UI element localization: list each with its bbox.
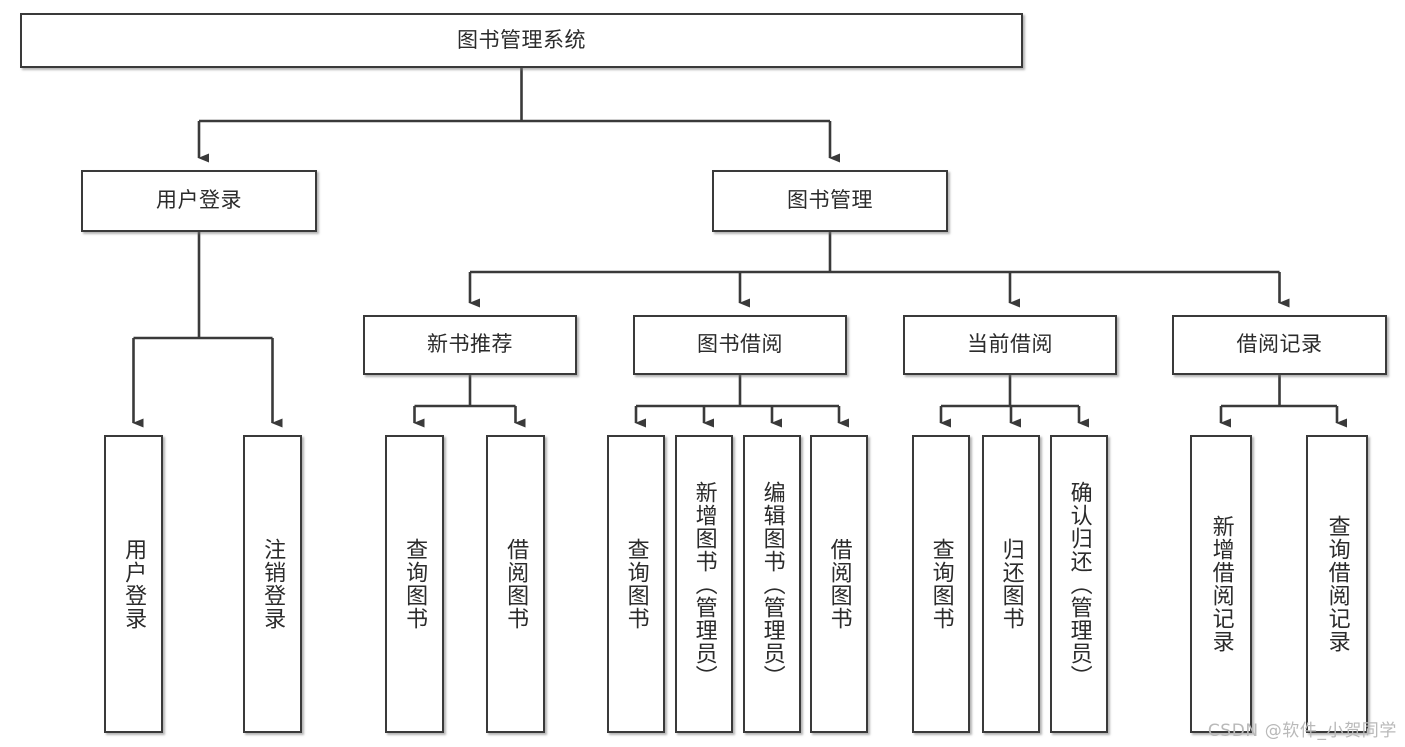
node-borrow-record[interactable]: 借阅记录 [1172,315,1387,375]
leaf-query-borrow-record[interactable]: 查询借阅记录 [1306,435,1368,733]
leaf-user-login[interactable]: 用户登录 [104,435,163,733]
node-user-login-label: 用户登录 [156,188,242,213]
node-new-book-recommend-label: 新书推荐 [427,332,513,357]
connector-group [132,68,1347,428]
leaf-add-book-admin-label: 新增图书（管理员） [691,480,717,688]
leaf-add-borrow-record-label: 新增借阅记录 [1208,515,1234,653]
leaf-borrow-book[interactable]: 借阅图书 [810,435,868,733]
node-current-borrow[interactable]: 当前借阅 [903,315,1117,375]
leaf-query-book-recommend-label: 查询图书 [402,538,428,630]
leaf-add-borrow-record[interactable]: 新增借阅记录 [1190,435,1252,733]
node-book-management-label: 图书管理 [787,188,873,213]
node-root-label: 图书管理系统 [457,27,586,52]
leaf-add-book-admin[interactable]: 新增图书（管理员） [675,435,733,733]
leaf-query-book-recommend[interactable]: 查询图书 [385,435,444,733]
node-current-borrow-label: 当前借阅 [967,332,1053,357]
leaf-query-book-borrow-label: 查询图书 [623,538,649,630]
node-root[interactable]: 图书管理系统 [20,13,1023,68]
leaf-query-borrow-record-label: 查询借阅记录 [1324,515,1350,653]
node-user-login[interactable]: 用户登录 [81,170,317,232]
leaf-logout-login[interactable]: 注销登录 [243,435,302,733]
leaf-confirm-return-admin-label: 确认归还（管理员） [1066,480,1092,688]
leaf-borrow-book-recommend[interactable]: 借阅图书 [486,435,545,733]
leaf-logout-login-label: 注销登录 [260,538,286,630]
leaf-edit-book-admin-label: 编辑图书（管理员） [759,480,785,688]
node-new-book-recommend[interactable]: 新书推荐 [363,315,577,375]
leaf-confirm-return-admin[interactable]: 确认归还（管理员） [1050,435,1108,733]
leaf-query-book-current[interactable]: 查询图书 [912,435,970,733]
leaf-borrow-book-recommend-label: 借阅图书 [503,538,529,630]
node-book-management[interactable]: 图书管理 [712,170,948,232]
node-borrow-record-label: 借阅记录 [1236,332,1323,357]
leaf-user-login-label: 用户登录 [121,538,147,630]
leaf-query-book-current-label: 查询图书 [928,538,954,630]
leaf-borrow-book-label: 借阅图书 [826,538,852,630]
leaf-query-book-borrow[interactable]: 查询图书 [607,435,665,733]
node-book-borrow-label: 图书借阅 [697,332,783,357]
leaf-return-book-label: 归还图书 [998,538,1024,630]
node-book-borrow[interactable]: 图书借阅 [633,315,847,375]
leaf-edit-book-admin[interactable]: 编辑图书（管理员） [743,435,801,733]
leaf-return-book[interactable]: 归还图书 [982,435,1040,733]
